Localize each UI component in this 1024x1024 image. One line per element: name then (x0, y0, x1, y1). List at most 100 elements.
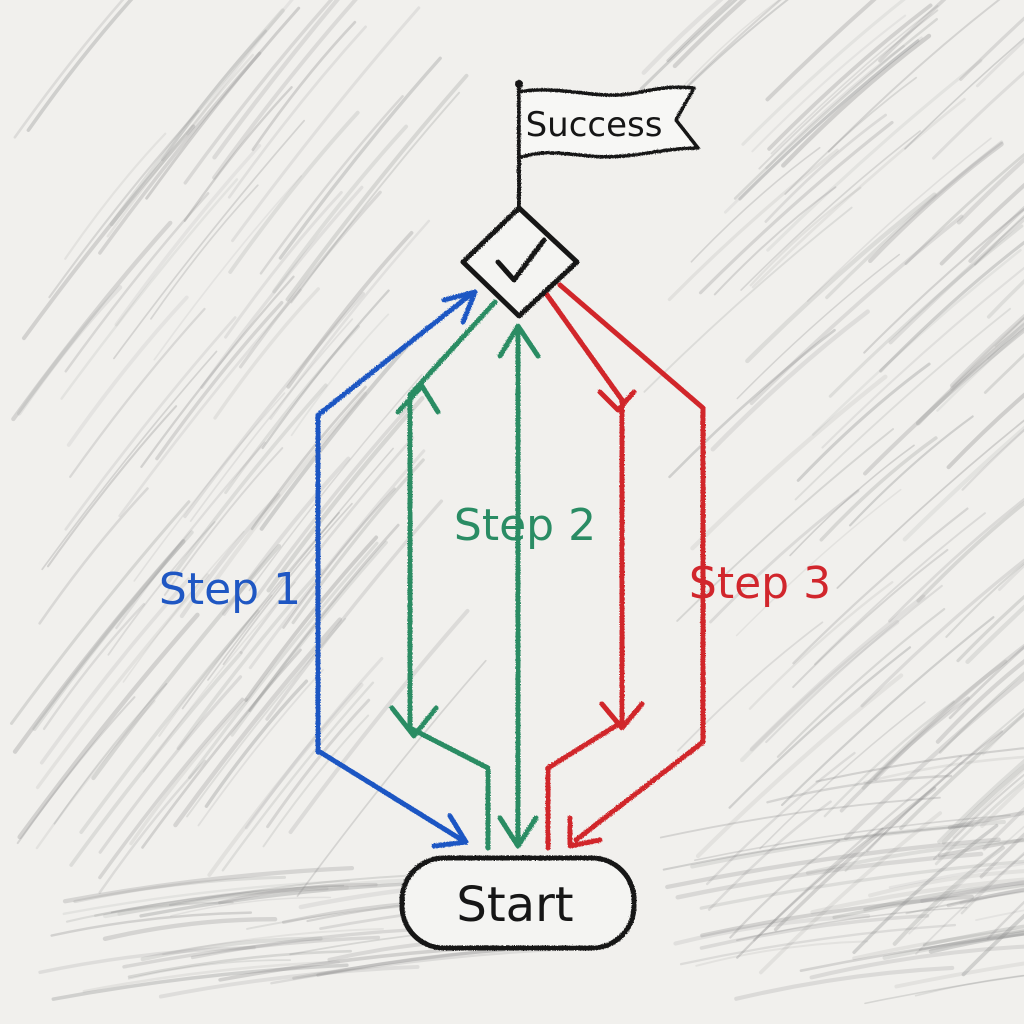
shading-stroke (949, 316, 1024, 391)
shading-stroke (765, 44, 905, 170)
shading-stroke (863, 881, 1024, 912)
shading-stroke (186, 0, 294, 136)
shading-stroke (749, 214, 964, 406)
shading-stroke (975, 909, 1024, 922)
shading-stroke (668, 328, 836, 479)
step-3-arrowhead-inner-top (597, 389, 637, 413)
shading-stroke (239, 190, 382, 369)
shading-stroke (904, 152, 1024, 266)
shading-stroke (11, 220, 173, 422)
shading-stroke (729, 839, 841, 939)
shading-stroke (50, 911, 253, 937)
shading-stroke (748, 581, 894, 710)
start-node-box (399, 855, 637, 951)
shading-stroke (915, 853, 1024, 955)
shading-stroke (677, 621, 824, 752)
shading-stroke (987, 321, 1024, 360)
shading-stroke (160, 29, 267, 162)
shading-stroke (736, 827, 884, 959)
shading-stroke (255, 406, 409, 599)
step-2-arrowhead-down-center (497, 815, 539, 849)
shading-stroke (115, 441, 266, 630)
shading-stroke (266, 698, 371, 829)
shading-stroke (127, 959, 292, 980)
shading-stroke (207, 682, 364, 877)
shading-stroke (975, 39, 1024, 88)
shading-stroke (792, 507, 969, 665)
shading-stroke (733, 17, 938, 200)
shading-stroke (230, 540, 388, 737)
step-3-path (542, 282, 706, 851)
shading-stroke (937, 758, 1024, 844)
shading-stroke (94, 887, 329, 917)
shading-stroke (937, 837, 1024, 858)
shading-stroke (770, 5, 939, 155)
shading-stroke (861, 659, 1008, 790)
shading-stroke (107, 521, 216, 656)
shading-stroke (741, 0, 906, 146)
shading-stroke (843, 674, 1024, 841)
shading-stroke (764, 113, 887, 223)
shading-stroke (956, 156, 1024, 225)
shading-stroke (735, 488, 902, 637)
shading-stroke (265, 499, 444, 721)
shading-stroke (122, 935, 381, 969)
shading-stroke (882, 930, 1024, 960)
shading-stroke (821, 266, 1024, 449)
shading-stroke (868, 869, 1024, 898)
shading-stroke (65, 901, 234, 923)
shading-stroke (813, 512, 986, 666)
shading-stroke (852, 823, 999, 955)
shading-stroke (979, 832, 1024, 879)
start-label: Start (456, 877, 573, 933)
shading-stroke (98, 759, 207, 894)
shading-stroke (13, 0, 125, 139)
shading-stroke (665, 837, 1001, 890)
shading-stroke (79, 609, 260, 834)
shading-stroke (776, 607, 946, 758)
shading-stroke (291, 458, 425, 625)
shading-stroke (695, 940, 869, 967)
shading-stroke (965, 604, 1024, 664)
shading-stroke (938, 671, 1024, 754)
shading-stroke (259, 95, 404, 275)
shading-stroke (261, 289, 390, 450)
shading-stroke (934, 779, 1024, 866)
shading-stroke (713, 186, 837, 296)
shading-stroke (740, 130, 921, 291)
step-1-line-up (315, 292, 473, 755)
shading-stroke (700, 894, 974, 938)
shading-stroke (153, 175, 303, 361)
shading-stroke (739, 619, 900, 763)
shading-stroke (187, 541, 379, 780)
shading-stroke (163, 447, 284, 596)
shading-stroke (64, 316, 237, 531)
shading-stroke (212, 391, 367, 584)
shading-stroke (155, 300, 284, 461)
shading-stroke (64, 132, 167, 260)
shading-stroke (168, 873, 438, 906)
shading-stroke (46, 405, 178, 568)
shading-stroke (796, 362, 931, 482)
shading-stroke (10, 500, 191, 725)
shading-stroke (952, 768, 1024, 839)
shading-stroke (809, 944, 1024, 980)
start-node (399, 855, 637, 951)
shading-stroke (197, 668, 324, 827)
shading-stroke (35, 699, 156, 850)
shading-stroke (961, 913, 1024, 977)
shading-stroke (758, 811, 943, 975)
shading-stroke (794, 307, 1012, 501)
shading-stroke (186, 617, 347, 818)
shading-stroke (641, 0, 724, 75)
shading-stroke (759, 701, 926, 850)
shading-stroke (64, 192, 210, 373)
shading-stroke (183, 291, 365, 519)
shading-stroke (888, 862, 1024, 889)
shading-stroke (183, 86, 293, 222)
shading-stroke (141, 648, 302, 849)
shading-stroke (792, 548, 949, 689)
shading-stroke (766, 774, 953, 804)
shading-stroke (765, 584, 943, 744)
shading-stroke (118, 288, 302, 518)
